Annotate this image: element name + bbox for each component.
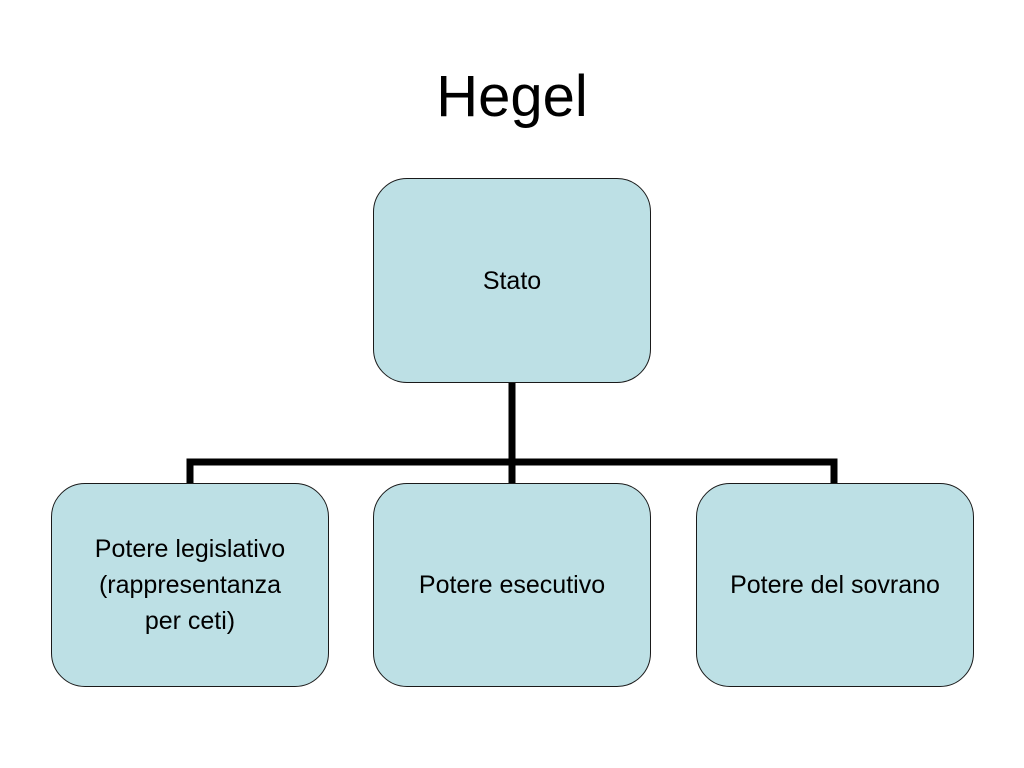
node-potere-del-sovrano: Potere del sovrano <box>696 483 974 687</box>
slide-title: Hegel <box>436 64 588 129</box>
node-potere-esecutivo: Potere esecutivo <box>373 483 651 687</box>
node-label: Potere del sovrano <box>730 571 940 599</box>
node-label: Potere legislativo (rappresentanza per c… <box>94 535 286 635</box>
node-label: Stato <box>482 266 542 295</box>
node-label: Potere esecutivo <box>418 571 606 599</box>
node-potere-legislativo: Potere legislativo (rappresentanza per c… <box>51 483 329 687</box>
node-stato: Stato <box>373 178 651 383</box>
